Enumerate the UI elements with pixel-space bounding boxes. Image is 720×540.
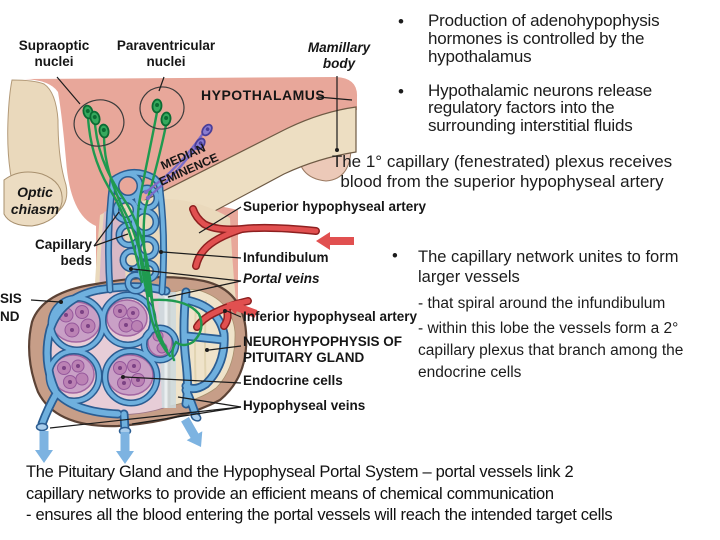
superior-hypophyseal-artery bbox=[189, 205, 320, 270]
bullet-marker: • bbox=[398, 81, 404, 101]
label-paraventricular-nuclei: Paraventricular nuclei bbox=[116, 38, 216, 70]
label-capillary-beds: Capillary beds bbox=[34, 237, 92, 269]
label-pointer-lines bbox=[30, 76, 353, 429]
label-inferior-hypophyseal-artery: Inferior hypophyseal artery bbox=[243, 309, 418, 324]
bullet3-text: The capillary network unites to form lar… bbox=[418, 248, 679, 287]
label-hypothalamus: HYPOTHALAMUS bbox=[201, 87, 326, 103]
bullet-marker: • bbox=[392, 247, 398, 265]
bullet-list: • Production of adenohypophysis hormones… bbox=[398, 12, 680, 151]
pituitary-diagram: Supraoptic nuclei Paraventricular nuclei… bbox=[0, 0, 426, 468]
bullet-item: • Hypothalamic neurons release regulator… bbox=[398, 80, 680, 136]
label-portal-veins: Portal veins bbox=[243, 271, 320, 286]
green-neurons bbox=[82, 98, 203, 362]
bullet3-subpoint-1: - that spiral around the infundibulum bbox=[418, 295, 666, 313]
label-adenohypophysis-cutoff: SIS ND bbox=[0, 291, 22, 324]
label-superior-hypophyseal-artery: Superior hypophyseal artery bbox=[243, 199, 427, 214]
bullet-marker: • bbox=[398, 12, 404, 31]
label-optic-chiasm: Optic chiasm bbox=[10, 184, 60, 217]
anatomy-illustration bbox=[3, 76, 358, 464]
label-hypophyseal-veins: Hypophyseal veins bbox=[243, 398, 366, 413]
bullet2-text: Hypothalamic neurons release regulatory … bbox=[428, 80, 653, 136]
label-supraoptic-nuclei: Supraoptic nuclei bbox=[18, 38, 90, 70]
bullet-item: • The capillary network unites to form l… bbox=[392, 247, 708, 287]
slide-caption: The Pituitary Gland and the Hypophyseal … bbox=[26, 463, 613, 524]
bullet3-block: • The capillary network unites to form l… bbox=[392, 247, 708, 384]
blood-flow-arrows-down bbox=[35, 417, 203, 464]
bullet-item: • Production of adenohypophysis hormones… bbox=[398, 12, 680, 66]
bullet1-text: Production of adenohypophysis hormones i… bbox=[428, 11, 660, 66]
label-endocrine-cells: Endocrine cells bbox=[243, 373, 343, 388]
hypophyseal-vein-outlets bbox=[35, 412, 203, 464]
gland-vessel-network bbox=[37, 282, 229, 435]
arterial-flow-arrows bbox=[226, 232, 354, 318]
label-infundibulum: Infundibulum bbox=[243, 250, 329, 265]
nuclei-outlines bbox=[73, 86, 185, 147]
purple-neurons bbox=[143, 123, 213, 201]
optic-chiasm-shape bbox=[3, 171, 63, 227]
label-neurohypophysis: NEUROHYPOPHYSIS OF PITUITARY GLAND bbox=[243, 334, 403, 365]
bullet3-subpoint-2: - within this lobe the vessels form a 2°… bbox=[418, 320, 684, 382]
label-mamillary-body: Mamillary body bbox=[307, 40, 371, 72]
capillary-note: The 1° capillary (fenestrated) plexus re… bbox=[331, 152, 673, 192]
